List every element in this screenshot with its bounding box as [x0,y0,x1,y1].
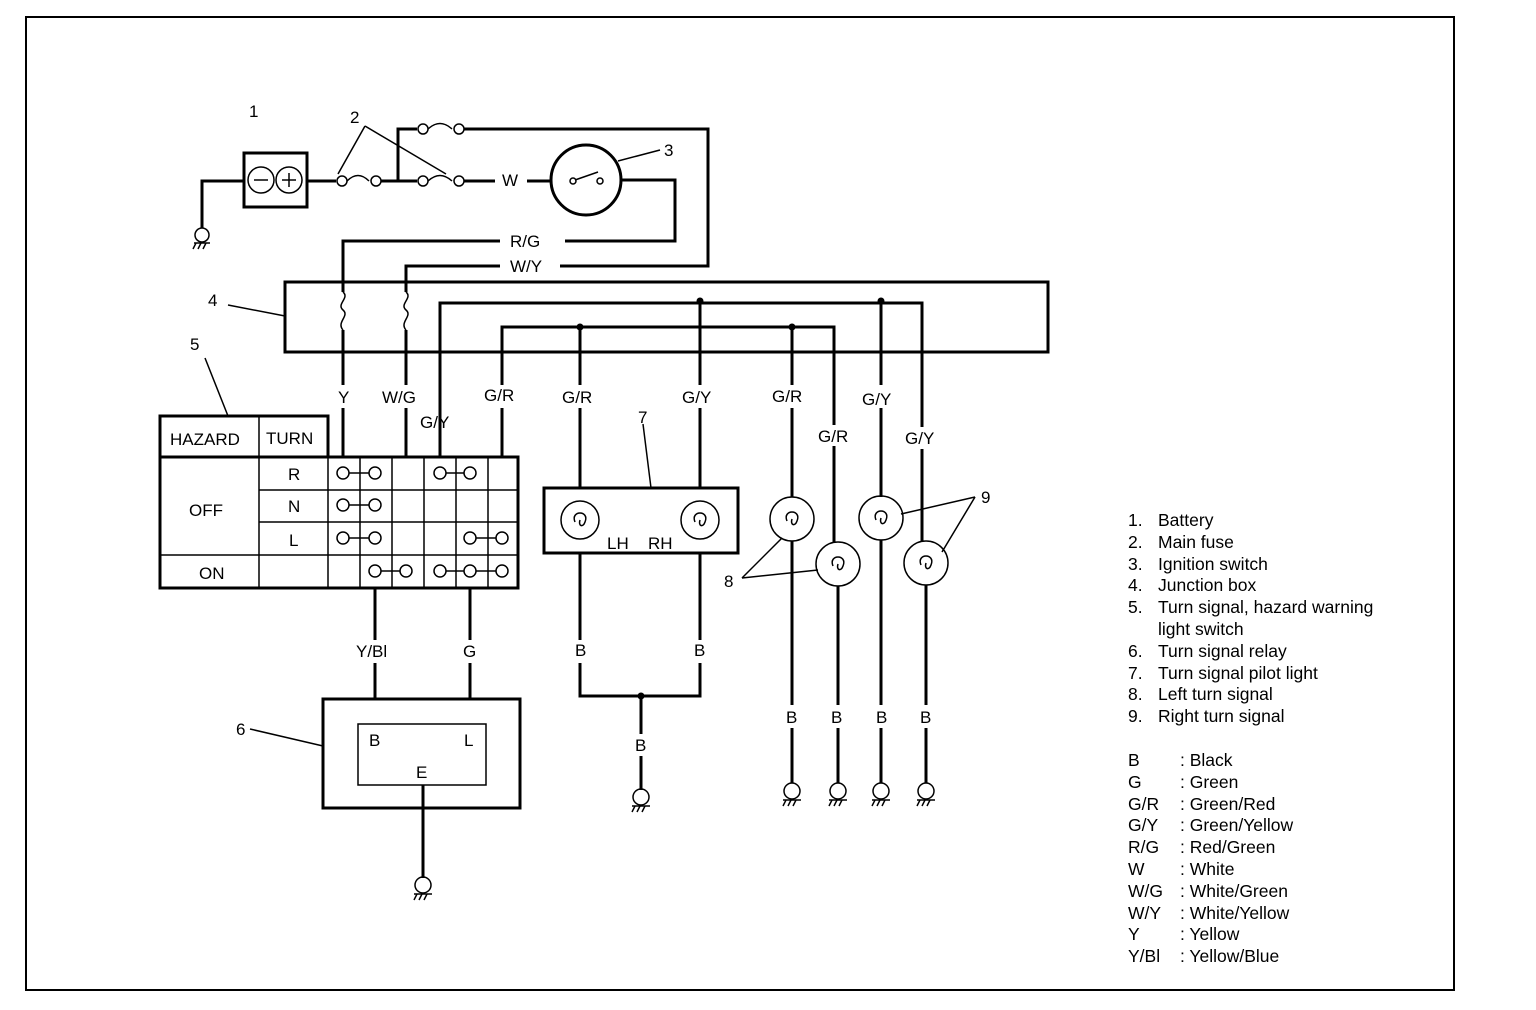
battery [242,151,309,209]
relay-terminal-labels: B L E [369,731,473,782]
switch-contacts [336,466,509,578]
accessory-fuse [417,122,465,135]
ground-symbol [413,876,432,901]
wire-label-gy: G/Y [420,413,449,432]
callout-1: 1 [249,102,258,121]
wire-label-gr: G/R [484,386,514,405]
ground-symbols-lamps [782,782,935,807]
legend-item: 8.Left turn signal [1128,684,1273,705]
color-code-item: Y: Yellow [1128,924,1240,945]
left-rear-lamp [815,541,861,587]
relay-terminal-e: E [416,763,427,782]
color-code-item: B: Black [1128,749,1233,770]
callout-2: 2 [350,108,359,127]
main-fuse [336,174,382,187]
left-front-lamp [769,496,815,542]
pilot-light [542,486,740,555]
ground-symbol [631,788,650,813]
wire-label-w: W [502,171,518,190]
relay-terminal-l: L [464,731,473,750]
wire-label-gr: G/R [562,388,592,407]
pilot-lh-label: LH [607,534,629,553]
callout-6: 6 [236,720,245,739]
callout-8: 8 [724,572,733,591]
legend-item: 5.Turn signal, hazard warning [1128,597,1374,618]
hazard-header: HAZARD [170,430,240,449]
wire-label-gr: G/R [772,387,802,406]
spare-fuse [417,174,465,187]
wire-label-gy: G/Y [905,429,934,448]
color-code-item: W: White [1128,858,1235,879]
turn-header: TURN [266,429,313,448]
ground-symbol [192,227,210,250]
position-l: L [289,531,298,550]
color-code-item: Y/Bl: Yellow/Blue [1128,946,1280,967]
wire-color-labels: W R/G W/Y Y W/G G/Y G/R G/R G/Y G/R G/R … [338,171,934,755]
wire-label-wg: W/G [382,388,416,407]
wire-label-b: B [694,641,705,660]
legend-item: 3.Ignition switch [1128,553,1268,574]
right-rear-lamp [903,540,949,586]
wire-label-rg: R/G [510,232,540,251]
right-front-lamp [858,495,904,541]
color-code-item: G/Y: Green/Yellow [1128,815,1294,836]
legend-item: light switch [1158,618,1244,639]
pilot-rh-label: RH [648,534,673,553]
position-n: N [288,497,300,516]
diagram-frame [25,16,1455,991]
callout-4: 4 [208,291,217,310]
wire-label-ybl: Y/Bl [356,642,387,661]
wire-label-b: B [876,708,887,727]
wire-label-gy: G/Y [862,390,891,409]
legend-item: 9.Right turn signal [1128,706,1285,727]
wire-label-b: B [786,708,797,727]
callout-numbers: 1 2 3 4 5 6 7 8 9 [190,102,990,739]
ignition-switch [549,143,623,217]
off-label: OFF [189,501,223,520]
on-label: ON [199,564,225,583]
wire-label-b: B [920,708,931,727]
color-code-item: W/G: White/Green [1128,880,1288,901]
legend-item: 6.Turn signal relay [1128,640,1287,661]
color-code-item: W/Y: White/Yellow [1128,902,1290,923]
relay-terminal-b: B [369,731,380,750]
legend-item: 7.Turn signal pilot light [1128,662,1318,683]
legend-item: 1.Battery [1128,510,1214,530]
legend-item: 2.Main fuse [1128,531,1234,552]
legend-item: 4.Junction box [1128,575,1257,596]
wire-label-gy: G/Y [682,388,711,407]
switch-table-labels: HAZARD TURN OFF ON R N L [170,429,313,583]
component-legend: 1.Battery 2.Main fuse 3.Ignition switch … [1128,510,1373,728]
callout-5: 5 [190,335,199,354]
callout-3: 3 [664,141,673,160]
color-code-item: G: Green [1128,771,1239,792]
switch-table [158,414,520,590]
position-r: R [288,465,300,484]
legend: 1.Battery 2.Main fuse 3.Ignition switch … [1128,510,1373,968]
wire-label-b: B [575,641,586,660]
wire-label-b: B [635,736,646,755]
pilot-light-labels: LH RH [607,534,673,553]
wire-label-wy: W/Y [510,257,542,276]
callout-7: 7 [638,408,647,427]
color-code-item: R/G: Red/Green [1128,837,1276,858]
wire-label-b: B [831,708,842,727]
color-code-item: G/R: Green/Red [1128,793,1276,814]
wire-label-g: G [463,642,476,661]
wire-label-y: Y [338,388,349,407]
color-code-legend: B: Black G: Green G/R: Green/Red G/Y: Gr… [1128,750,1373,968]
junction-box [283,280,1050,354]
callout-9: 9 [981,488,990,507]
wire-label-gr: G/R [818,427,848,446]
